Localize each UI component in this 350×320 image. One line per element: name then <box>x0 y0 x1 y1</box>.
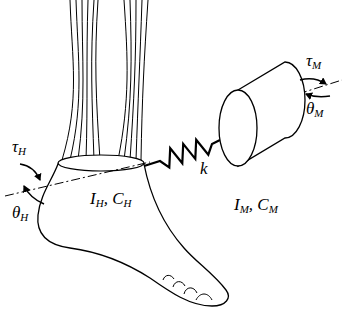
symbol-text: C <box>257 195 268 214</box>
symbol-text: τ <box>306 51 312 70</box>
spring <box>144 140 220 168</box>
inertia-damping-label: IH, CH <box>90 190 131 208</box>
subscript: H <box>20 211 28 223</box>
subscript: M <box>269 203 278 215</box>
toes <box>163 275 212 300</box>
subscript: H <box>123 197 131 209</box>
symbol-text <box>253 195 257 214</box>
subscript: H <box>96 197 104 209</box>
symbol-text: C <box>112 189 123 208</box>
symbol-text: θ <box>306 99 314 118</box>
subscript: H <box>18 145 26 157</box>
symbol-text: I <box>90 189 96 208</box>
symbol-text: k <box>200 159 208 178</box>
symbol-text: I <box>234 195 240 214</box>
subscript: M <box>314 107 323 119</box>
foot-outline <box>38 164 229 306</box>
subscript: M <box>240 203 249 215</box>
symbol-text: , <box>104 189 108 208</box>
angle-label: θM <box>306 100 324 118</box>
symbol-text: τ <box>12 137 18 156</box>
ankle-top <box>58 155 144 171</box>
symbol-text: θ <box>12 203 20 222</box>
rotation-arrows <box>20 79 330 204</box>
symbol-text: , <box>249 195 253 214</box>
symbol-text <box>108 189 112 208</box>
torque-label: τH <box>12 138 26 156</box>
angle-label: θH <box>12 204 28 222</box>
stiffness-label: k <box>200 160 208 178</box>
motor-cylinder <box>219 62 305 166</box>
torque-label: τM <box>306 52 321 70</box>
inertia-damping-label: IM, CM <box>234 196 278 214</box>
subscript: M <box>312 59 321 71</box>
tendons <box>62 0 148 160</box>
